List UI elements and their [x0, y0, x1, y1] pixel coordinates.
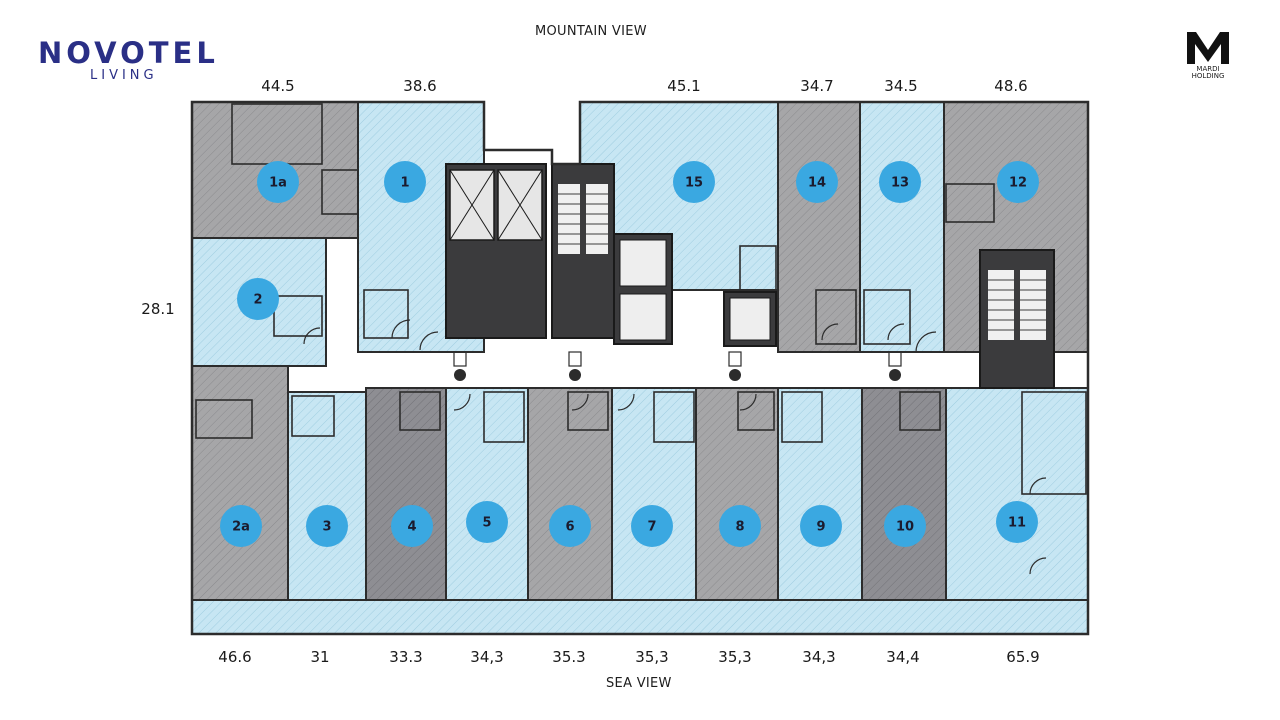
unit-10-area: [861, 387, 947, 601]
unit-marker: [220, 505, 262, 547]
area-label-bottom: 35,3: [635, 648, 669, 666]
unit-marker: [384, 161, 426, 203]
unit-marker: [466, 501, 508, 543]
unit-marker: [306, 505, 348, 547]
area-label-top: 38.6: [403, 77, 437, 95]
door-swings: [303, 319, 1047, 575]
area-label-bottom: 34,3: [470, 648, 504, 666]
area-label-bottom: 34,4: [886, 648, 920, 666]
area-label-top: 48.6: [994, 77, 1028, 95]
unit-9-area: [777, 387, 863, 601]
unit-number: 4: [407, 520, 416, 535]
unit-number: 2: [253, 293, 262, 308]
unit-marker: [237, 278, 279, 320]
elevator-car: [619, 239, 667, 287]
elevator-car: [619, 293, 667, 341]
unit-number: 15: [685, 176, 703, 191]
corridor-fixtures: [453, 351, 902, 381]
unit-number: 10: [896, 520, 914, 535]
mardi-holding-logo: [1187, 32, 1229, 64]
unit-6-area: [527, 387, 613, 601]
unit-4-area: [365, 387, 447, 601]
unit-number: 13: [891, 176, 909, 191]
area-label-bottom: 31: [310, 648, 330, 666]
unit-number: 8: [735, 520, 744, 535]
area-label-top: 34.5: [884, 77, 918, 95]
unit-marker: [879, 161, 921, 203]
stair-run: [1020, 270, 1046, 340]
unit-marker: [549, 505, 591, 547]
unit-number: 6: [565, 520, 574, 535]
unit-marker: [997, 161, 1039, 203]
unit-marker: [719, 505, 761, 547]
building-outline: [190, 100, 1090, 636]
unit-number: 2a: [232, 520, 250, 535]
unit-marker: [800, 505, 842, 547]
unit-number: 14: [808, 176, 826, 191]
area-label-bottom: 35.3: [552, 648, 586, 666]
unit-marker: [257, 161, 299, 203]
unit-markers: 1a 1 15 14 13 12 2 2a 3 4 5 6 7 8 9 10 1…: [220, 161, 1039, 547]
area-label-bottom: 46.6: [218, 648, 252, 666]
stair-run: [586, 184, 608, 254]
unit-marker: [796, 161, 838, 203]
unit-2a-area: [191, 365, 289, 601]
unit-marker: [673, 161, 715, 203]
area-label-top: 45.1: [667, 77, 701, 95]
unit-number: 9: [816, 520, 825, 535]
unit-5-area: [445, 387, 529, 601]
area-label-bottom: 35,3: [718, 648, 752, 666]
area-label-side: 28.1: [141, 300, 175, 318]
unit-number: 5: [482, 516, 491, 531]
unit-number: 1: [400, 176, 409, 191]
unit-13-area: [859, 101, 945, 353]
area-label-bottom: 34,3: [802, 648, 836, 666]
unit-number: 7: [647, 520, 656, 535]
area-label-bottom: 33.3: [389, 648, 423, 666]
unit-marker: [391, 505, 433, 547]
unit-14-area: [777, 101, 861, 353]
unit-number: 11: [1008, 516, 1026, 531]
area-label-bottom: 65.9: [1006, 648, 1040, 666]
brand-name: NOVOTEL: [38, 36, 219, 70]
unit-number: 3: [322, 520, 331, 535]
unit-number: 12: [1009, 176, 1027, 191]
unit-marker: [884, 505, 926, 547]
orientation-bottom-label: SEA VIEW: [606, 676, 672, 691]
unit-8-area: [695, 387, 779, 601]
stair-run: [988, 270, 1014, 340]
mardi-holding-wordmark: MARDI HOLDING: [1191, 65, 1225, 80]
unit-marker: [631, 505, 673, 547]
area-label-top: 44.5: [261, 77, 295, 95]
stair-run: [558, 184, 580, 254]
balcony-strip: [191, 599, 1089, 635]
brand-subtitle: LIVING: [90, 68, 158, 83]
unit-number: 1a: [269, 176, 287, 191]
unit-3-area: [287, 391, 367, 601]
unit-marker: [996, 501, 1038, 543]
orientation-top-label: MOUNTAIN VIEW: [535, 24, 647, 39]
elevator-car: [729, 297, 771, 341]
area-label-top: 34.7: [800, 77, 834, 95]
